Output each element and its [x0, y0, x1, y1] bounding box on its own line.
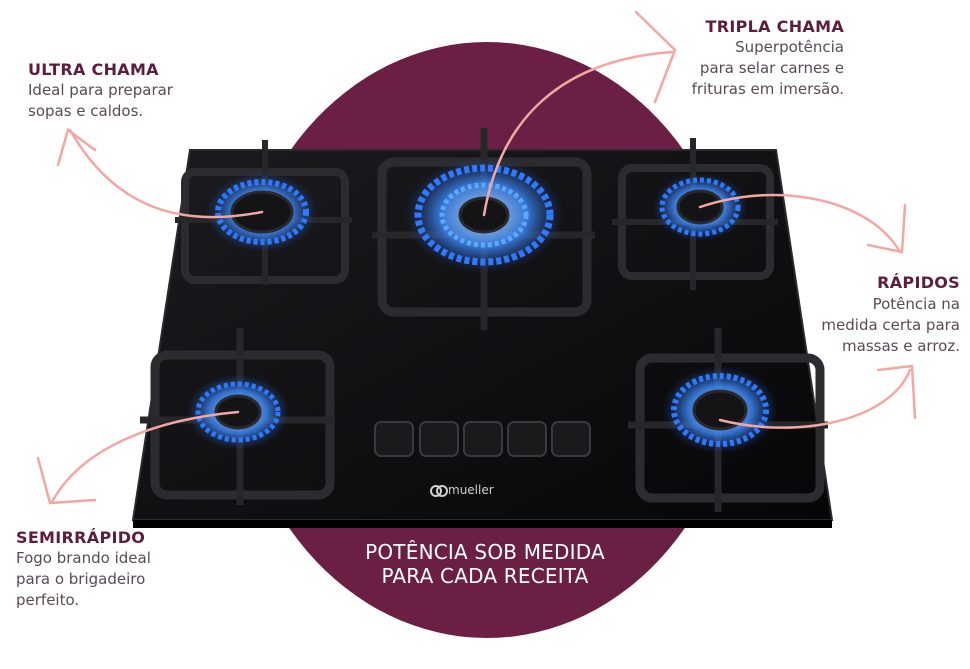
arrow-rapidos-top [698, 193, 902, 254]
brand-logo-icon [430, 485, 448, 497]
tripla-chama-desc-line2: para selar carnes e [699, 59, 844, 77]
arrow-ultra-chama [68, 128, 264, 219]
burner-center-triple [372, 128, 595, 330]
control-knobs [374, 421, 591, 457]
semirapido-desc-line2: para o brigadeiro [16, 570, 146, 588]
rapidos-desc-line2: medida certa para [821, 316, 960, 334]
ultra-chama-title: ULTRA CHAMA [28, 60, 159, 79]
tagline-line2: PARA CADA RECEITA [381, 564, 589, 588]
arrowhead-tripla-chama [634, 10, 677, 104]
rapidos-desc-line3: massas e arroz. [842, 337, 960, 355]
tripla-chama-desc-line3: frituras em imersão. [691, 80, 844, 98]
tagline-line1: POTÊNCIA SOB MEDIDA [365, 540, 605, 564]
tagline: POTÊNCIA SOB MEDIDA PARA CADA RECEITA [300, 540, 670, 588]
ultra-chama-desc-line2: sopas e caldos. [28, 102, 144, 120]
brand-name: mueller [448, 483, 494, 497]
arrowhead-rapidos-top [866, 203, 907, 254]
callout-arrows [36, 10, 917, 505]
ultra-chama-desc-line1: Ideal para preparar [28, 81, 173, 99]
semirapido-title: SEMIRRÁPIDO [16, 528, 146, 547]
arrow-rapidos-bottom [718, 368, 912, 429]
arrow-tripla-chama [482, 50, 674, 217]
arrowhead-ultra-chama [56, 127, 97, 167]
arrowhead-semirapido [36, 456, 97, 505]
cooktop-edge [133, 520, 832, 528]
tripla-chama-title: TRIPLA CHAMA [705, 17, 844, 36]
tripla-chama-desc-line1: Superpotência [735, 38, 844, 56]
burner-bottom-right [628, 328, 828, 512]
rapidos-desc-line1: Potência na [872, 295, 960, 313]
arrowhead-rapidos-bottom [876, 364, 917, 420]
semirapido-desc-line1: Fogo brando ideal [16, 549, 151, 567]
arrow-semirapido [50, 410, 240, 504]
semirapido-desc-line3: perfeito. [16, 591, 80, 609]
rapidos-title: RÁPIDOS [877, 273, 960, 292]
